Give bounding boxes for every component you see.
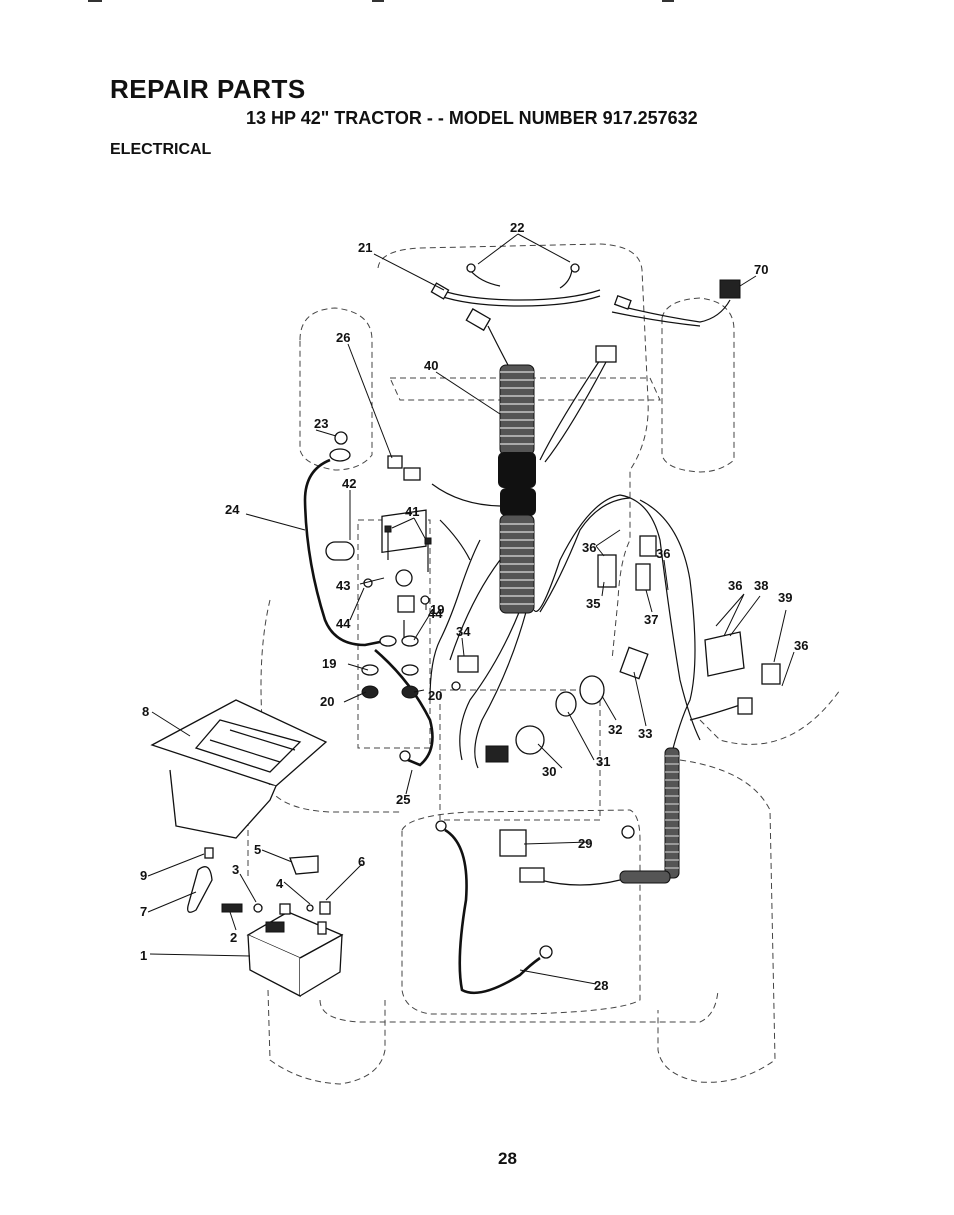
callout-label: 36 — [582, 540, 596, 555]
callout-label: 36 — [794, 638, 808, 653]
section-heading: ELECTRICAL — [110, 141, 212, 158]
page-subtitle: 13 HP 42" TRACTOR - - MODEL NUMBER 917.2… — [246, 108, 698, 128]
callout-label: 19 — [430, 602, 444, 617]
callout-label: 7 — [140, 904, 147, 919]
callout-label: 39 — [778, 590, 792, 605]
callout-label: 30 — [542, 764, 556, 779]
callout-label: 33 — [638, 726, 652, 741]
page-number: 28 — [498, 1149, 517, 1168]
terminal-rings — [399, 750, 635, 959]
callout-label: 1 — [140, 948, 147, 963]
battery-tray — [150, 699, 328, 839]
callout-label: 20 — [428, 688, 442, 703]
coiled-cable — [619, 747, 680, 884]
callout-label: 2 — [230, 930, 237, 945]
callout-label: 44 — [428, 606, 443, 621]
callout-label: 41 — [405, 504, 419, 519]
callout-label: 20 — [320, 694, 334, 709]
callout-label: 23 — [314, 416, 328, 431]
callout-label: 29 — [578, 836, 592, 851]
callout-label: 3 — [232, 862, 239, 877]
leader-lines — [147, 233, 795, 985]
callout-label: 70 — [754, 262, 768, 277]
switches-and-brackets — [451, 554, 781, 857]
callout-label: 44 — [336, 616, 351, 631]
callout-label: 35 — [586, 596, 600, 611]
corrugated-loom — [498, 364, 536, 614]
callout-label: 24 — [225, 502, 240, 517]
callout-label: 4 — [276, 876, 284, 891]
callout-label: 40 — [424, 358, 438, 373]
callout-label: 22 — [510, 220, 524, 235]
callout-labels: 22 21 70 26 40 23 42 24 41 36 36 43 44 4… — [140, 220, 808, 993]
callout-label: 38 — [754, 578, 768, 593]
wiring-harness — [429, 269, 741, 886]
battery — [187, 847, 344, 998]
callout-label: 21 — [358, 240, 372, 255]
callout-label: 5 — [254, 842, 261, 857]
callout-label: 36 — [656, 546, 670, 561]
callout-label: 19 — [322, 656, 336, 671]
callout-label: 26 — [336, 330, 350, 345]
callout-label: 31 — [596, 754, 610, 769]
callout-label: 32 — [608, 722, 622, 737]
callout-label: 42 — [342, 476, 356, 491]
page-title: REPAIR PARTS — [110, 74, 306, 104]
callout-label: 37 — [644, 612, 658, 627]
callout-label: 34 — [456, 624, 471, 639]
tractor-outline — [247, 243, 841, 1085]
callout-label: 36 — [728, 578, 742, 593]
callout-label: 43 — [336, 578, 350, 593]
callout-label: 8 — [142, 704, 149, 719]
connectors — [387, 263, 753, 883]
callout-label: 6 — [358, 854, 365, 869]
callout-label: 28 — [594, 978, 608, 993]
callout-label: 25 — [396, 792, 410, 807]
callout-label: 9 — [140, 868, 147, 883]
